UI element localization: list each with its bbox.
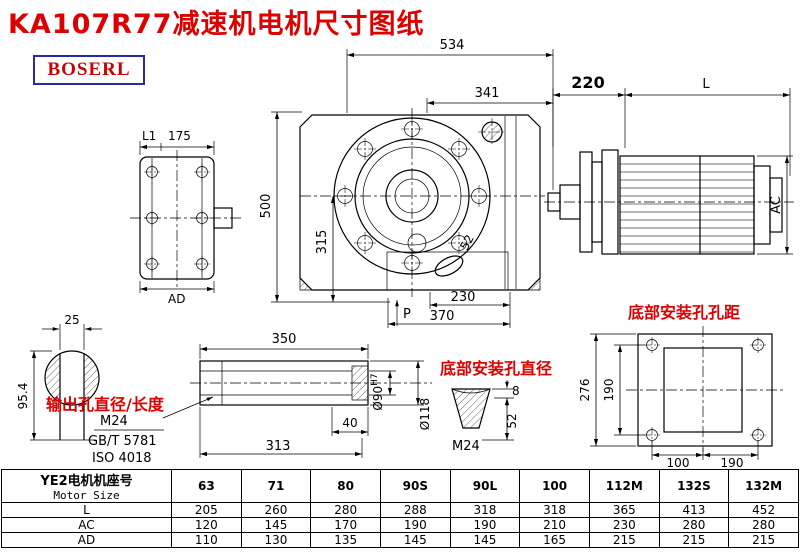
dim-L: L [702,77,710,92]
dim-230: 230 [451,290,476,305]
table-cell: 452 [728,502,799,518]
column-header-90S: 90S [379,469,451,503]
bolt-std-gb: GB/T 5781 [88,434,157,449]
table-cell: 288 [379,502,451,518]
dim-500: 500 [259,194,274,219]
dim-52-hole: 52 [505,413,519,428]
table-cell: 215 [658,532,730,548]
column-header-100: 100 [519,469,590,503]
dim-276: 276 [578,379,592,402]
annotation-bottom-hole-diameter: 底部安装孔直径 [440,359,553,378]
dim-P: P [403,307,411,322]
column-header-112M: 112M [588,469,660,503]
column-header-90L: 90L [449,469,521,503]
table-cell: 280 [728,517,799,533]
mounting-hole-detail: M24 8 52 [451,380,520,454]
table-cell: 190 [449,517,521,533]
dim-40: 40 [342,416,357,430]
motor-side-view: 220 L AC [544,73,794,255]
table-cell: 190 [379,517,451,533]
table-cell: 165 [519,532,590,548]
table-cell: 135 [310,532,381,548]
bolt-std-iso: ISO 4018 [92,451,152,466]
dim-L1: L1 [142,129,156,143]
table-cell: 110 [171,532,242,548]
dim-AC: AC [769,196,784,214]
dim-175: 175 [168,129,191,143]
hole-bolt-label: M24 [452,439,480,454]
table-cell: 280 [310,502,381,518]
page-title: KA107R77减速机电机尺寸图纸 [8,9,425,40]
column-header-132M: 132M [728,469,799,503]
dim-370: 370 [430,309,455,324]
dim-25: 25 [64,313,79,327]
dim-95-4: 95.4 [16,383,30,410]
dim-190v: 190 [602,379,616,402]
table-cell: 145 [240,517,312,533]
dim-534: 534 [440,38,465,53]
dim-bore-diameter: Ø90H7 [370,373,385,410]
table-cell: 145 [379,532,451,548]
column-header-71: 71 [240,469,312,503]
table-cell: 215 [588,532,660,548]
brand-logo: BOSERL [33,55,145,85]
dim-190h: 190 [721,456,744,468]
dim-52-slot: 52 [457,232,477,252]
dim-100: 100 [667,456,690,468]
annotation-output-hole: 输出孔直径/长度 [46,395,164,414]
dim-350: 350 [272,332,297,347]
table-cell: 210 [519,517,590,533]
table-cell: 170 [310,517,381,533]
output-flange-side-view: L1 175 AD [130,129,241,306]
table-cell: 120 [171,517,242,533]
table-cell: 365 [588,502,660,518]
table-cell: 230 [588,517,660,533]
dim-220: 220 [571,73,604,92]
table-cell: 205 [171,502,242,518]
bolt-label: M24 [100,414,128,429]
annotation-bottom-hole-pitch: 底部安装孔孔距 [628,303,741,322]
table-cell: 145 [449,532,521,548]
table-cell: 318 [449,502,521,518]
table-corner-en: Motor Size [53,489,120,502]
technical-drawing: L1 175 AD 52 [16,38,794,468]
table-corner-header: YE2电机机座号 Motor Size [1,469,172,503]
base-bottom-view: 276 190 100 190 [578,326,784,468]
table-cell: 318 [519,502,590,518]
hollow-shaft-section-view: 350 M24 GB/T 5781 ISO 4018 40 313 Ø90H7 … [88,332,432,466]
row-label-AC: AC [1,517,172,533]
table-corner-cn: YE2电机机座号 [40,474,133,489]
dim-shaft-od: Ø118 [418,398,432,430]
table-cell: 130 [240,532,312,548]
dim-315: 315 [315,230,330,255]
column-header-63: 63 [171,469,242,503]
row-label-AD: AD [1,532,172,548]
gearbox-front-view: 52 P [299,108,545,326]
dim-341: 341 [475,86,500,101]
column-header-132S: 132S [658,469,730,503]
row-label-L: L [1,502,172,518]
table-cell: 260 [240,502,312,518]
table-cell: 413 [658,502,730,518]
table-cell: 280 [658,517,730,533]
hollow-shaft-end-view: 25 95.4 [16,313,102,441]
dim-AD: AD [168,292,185,306]
dim-8: 8 [512,384,520,398]
table-cell: 215 [728,532,799,548]
dim-313: 313 [266,439,291,454]
column-header-80: 80 [310,469,381,503]
